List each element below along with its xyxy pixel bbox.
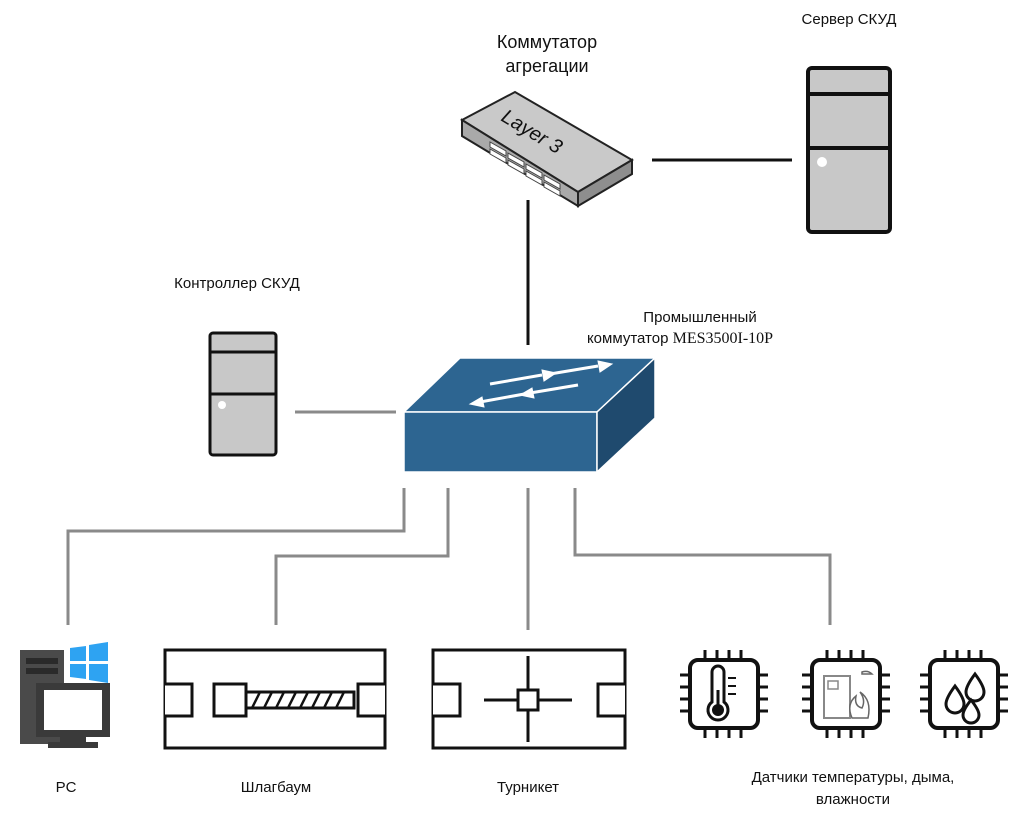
industrial-switch-model: MES3500I-10P: [673, 330, 774, 347]
sensors-label-line2: влажности: [816, 791, 890, 808]
barrier-gate-icon: [163, 648, 387, 750]
link-industrial-to-barrier: [274, 488, 450, 625]
smoke-sensor-icon: [802, 650, 890, 738]
desktop-pc-icon: [20, 642, 110, 748]
barrier-label: Шлагбаум: [241, 779, 311, 796]
humidity-sensor-icon: [920, 650, 1008, 738]
temperature-sensor-icon: [680, 650, 768, 738]
layer3-switch-icon: Layer 3: [459, 90, 634, 208]
industrial-switch-title-line2: коммутатор MES3500I-10P: [587, 330, 773, 347]
pc-label: PC: [56, 779, 77, 796]
network-switch-icon: [402, 356, 657, 474]
aggregation-switch-title-line2: агрегации: [505, 56, 588, 76]
turnstile-icon: [431, 648, 627, 750]
turnstile-label: Турникет: [497, 779, 559, 796]
windows-logo-icon: [70, 642, 108, 683]
industrial-switch-title-line1: Промышленный: [643, 309, 756, 326]
controller-tower-icon: [208, 331, 278, 457]
acs-controller-label: Контроллер СКУД: [174, 275, 300, 292]
aggregation-switch-title-line1: Коммутатор: [497, 32, 597, 52]
server-tower-icon: [806, 66, 892, 234]
link-industrial-to-sensors: [573, 488, 832, 625]
link-industrial-to-pc: [66, 488, 406, 625]
sensors-label-line1: Датчики температуры, дыма,: [752, 769, 955, 786]
industrial-switch-prefix: коммутатор: [587, 330, 673, 347]
acs-server-label: Сервер СКУД: [802, 11, 897, 28]
links: [66, 158, 832, 630]
